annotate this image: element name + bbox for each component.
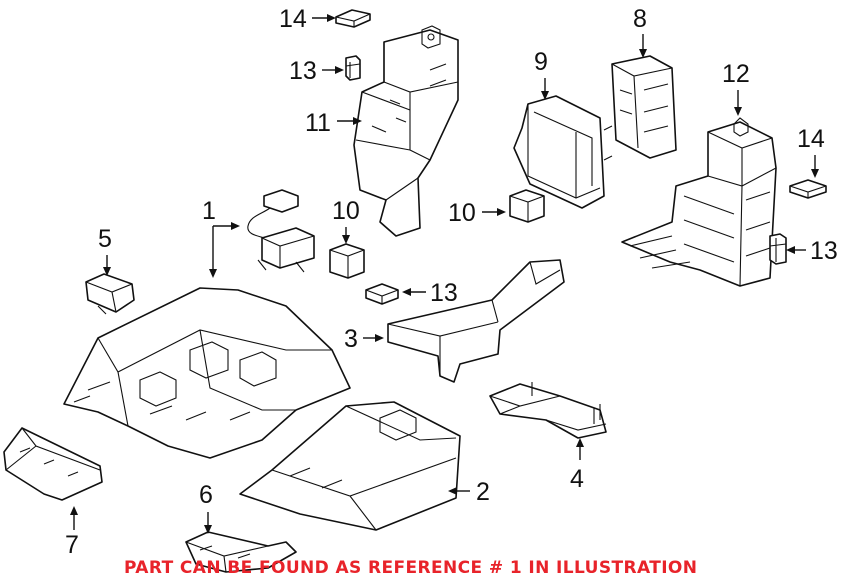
callout-13-right: 13 (810, 237, 838, 265)
part-4-metal-bracket (489, 382, 607, 439)
callout-7: 7 (65, 531, 79, 559)
callout-8: 8 (633, 5, 647, 33)
part-13-clip-middle (365, 283, 399, 305)
main-tray (63, 287, 351, 459)
callout-9: 9 (534, 48, 548, 76)
callout-14-right: 14 (797, 125, 825, 153)
part-14-fuse-top (335, 9, 371, 28)
footer-note: PART CAN BE FOUND AS REFERENCE # 1 IN IL… (124, 558, 697, 578)
part-8-relay-module (611, 55, 677, 159)
part-6-terminal-block (185, 531, 297, 573)
part-10-relay-right (509, 189, 545, 223)
callout-14-top: 14 (279, 5, 307, 33)
part-11-fuse-box (353, 25, 459, 237)
callout-12: 12 (722, 60, 750, 88)
part-12-fuse-box (621, 117, 777, 287)
callout-3: 3 (344, 325, 358, 353)
callout-13-top: 13 (289, 57, 317, 85)
callout-13-middle: 13 (430, 279, 458, 307)
callout-10-left: 10 (332, 197, 360, 225)
part-3-cover (387, 259, 565, 383)
callout-1: 1 (202, 197, 216, 225)
part-5-bracket (85, 273, 135, 315)
part-2-lower-tray (239, 401, 461, 531)
part-10-relay-left (329, 243, 365, 279)
callout-5: 5 (98, 225, 112, 253)
part-13-clip-top (345, 55, 361, 81)
part-14-fuse-right (789, 179, 827, 199)
callout-11: 11 (305, 109, 331, 137)
part-1-harness-sensor (247, 189, 315, 273)
part-9-control-module (513, 95, 613, 209)
part-7-terminal-strip (3, 427, 103, 501)
callout-2: 2 (476, 478, 490, 506)
callout-6: 6 (199, 481, 213, 509)
callout-4: 4 (570, 465, 584, 493)
callout-10-right: 10 (448, 199, 476, 227)
part-13-clip-right (769, 233, 787, 265)
